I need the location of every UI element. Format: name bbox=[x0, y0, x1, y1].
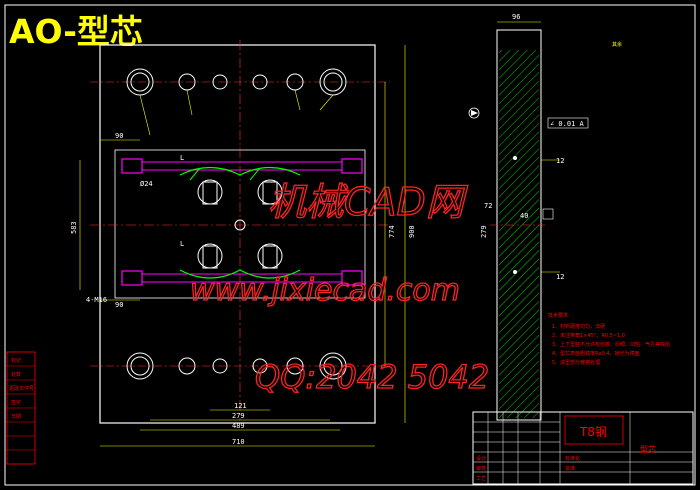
dim-710: 710 bbox=[232, 438, 245, 446]
tb-label: 工艺 bbox=[476, 476, 486, 482]
revision-label: 标记 bbox=[11, 357, 21, 364]
guide-hole-inner bbox=[130, 72, 150, 92]
tech-req-item: 5、成型部分镀铬处理 bbox=[552, 359, 600, 366]
part-name: 型芯 bbox=[640, 444, 656, 454]
guide-hole-inner bbox=[323, 356, 343, 376]
cavity-feature-set bbox=[179, 166, 301, 279]
pin-head-left bbox=[121, 158, 143, 174]
revision-side-table: 标记 处数 更改文件号 签字 日期 bbox=[6, 351, 36, 465]
cavity-core bbox=[262, 245, 278, 269]
cavity-core bbox=[202, 245, 218, 269]
revision-label: 签字 bbox=[11, 399, 21, 406]
watermark-site-name: 机械CAD网 bbox=[268, 180, 469, 224]
side-dim-279: 279 bbox=[480, 225, 488, 238]
screw-hole bbox=[252, 74, 268, 90]
revision-label: 日期 bbox=[11, 414, 21, 420]
slider-pin-lower bbox=[121, 270, 363, 286]
side-hole-mark bbox=[513, 156, 517, 160]
cavity-bore bbox=[197, 243, 223, 269]
side-dim-96: 96 bbox=[512, 13, 520, 21]
geometric-tolerance-frame bbox=[547, 117, 589, 129]
dim-279: 279 bbox=[232, 412, 245, 420]
side-datum-box bbox=[542, 208, 554, 220]
watermark-url: www.jixiecad.com bbox=[190, 273, 460, 308]
guide-hole bbox=[319, 352, 347, 380]
pin-head-left bbox=[121, 270, 143, 286]
cavity-core bbox=[202, 181, 218, 205]
slider-pin-upper bbox=[121, 158, 363, 174]
cavity-bore bbox=[197, 179, 223, 205]
screw-hole bbox=[286, 357, 304, 375]
side-section-hatch bbox=[499, 50, 539, 418]
tech-req-item: 2、未注倒角1×45°，R0.5~1.0 bbox=[552, 332, 625, 339]
tb-label: 标准化 bbox=[565, 455, 580, 462]
screw-hole bbox=[212, 74, 228, 90]
dimension-lines bbox=[79, 45, 406, 447]
screw-hole bbox=[252, 358, 268, 374]
title-block: T8钢 型芯 设计 审核 工艺 标准化 批准 bbox=[472, 411, 694, 485]
core-plate-outline bbox=[99, 44, 376, 424]
bottom-hole-row bbox=[126, 352, 347, 380]
insert-arc bbox=[179, 269, 301, 279]
tech-req-item: 3、上下型腔不允许有划痕、砂眼、凹陷、气孔等缺陷 bbox=[552, 341, 670, 348]
pin-head-right bbox=[341, 270, 363, 286]
section-mark: L bbox=[180, 240, 184, 248]
side-hole-mark bbox=[513, 270, 517, 274]
tech-req-item: 4、型芯表面粗糙度Ra0.4，抛光为镜面 bbox=[552, 350, 640, 357]
dim-489: 489 bbox=[232, 422, 245, 430]
screw-hole bbox=[178, 357, 196, 375]
dim-774: 774 bbox=[388, 225, 396, 238]
dim-121: 121 bbox=[234, 402, 247, 410]
geometric-tolerance-text: ∠ 0.01 A bbox=[550, 120, 585, 128]
section-mark: L bbox=[180, 154, 184, 162]
tb-label: 批准 bbox=[565, 465, 575, 472]
cavity-bore bbox=[257, 243, 283, 269]
revision-label: 处数 bbox=[11, 371, 21, 378]
screw-hole bbox=[212, 358, 228, 374]
material-label: T8钢 bbox=[579, 425, 607, 439]
revision-label: 更改文件号 bbox=[9, 385, 34, 392]
surface-finish-note: 其余 bbox=[612, 41, 622, 48]
guide-hole-inner bbox=[323, 72, 343, 92]
datum-arrow-icon bbox=[471, 110, 478, 116]
cavity-core bbox=[262, 181, 278, 205]
pin-shaft bbox=[141, 161, 343, 171]
callout-dia24: Ø24 bbox=[140, 180, 153, 188]
side-dim-12b: 12 bbox=[556, 273, 564, 281]
insert-arc bbox=[179, 166, 301, 176]
tb-label: 设计 bbox=[476, 455, 486, 462]
tech-req-item: 1、材料硬度均匀，淬硬 bbox=[552, 323, 605, 330]
dim-90-top: 90 bbox=[115, 132, 123, 140]
insert-leader bbox=[189, 167, 261, 181]
dim-583: 583 bbox=[70, 221, 78, 234]
dim-900: 900 bbox=[408, 225, 416, 238]
datum-triangle-symbol bbox=[468, 107, 480, 119]
leader bbox=[294, 89, 301, 111]
callout-4-m16: 4-M16 bbox=[86, 296, 107, 304]
material-box bbox=[564, 415, 624, 445]
watermark-qq: QQ:2042 5042 bbox=[255, 358, 489, 396]
drawing-border bbox=[4, 4, 696, 486]
dim-90-bottom: 90 bbox=[115, 301, 123, 309]
leader bbox=[319, 94, 334, 111]
side-dim-72: 72 bbox=[484, 202, 492, 210]
guide-hole-inner bbox=[130, 356, 150, 376]
side-dim-40: 40 bbox=[520, 212, 528, 220]
tech-req-title: 技术要求 bbox=[548, 312, 568, 319]
guide-hole bbox=[126, 352, 154, 380]
leader bbox=[139, 94, 151, 136]
pin-head-right bbox=[341, 158, 363, 174]
tb-label: 审核 bbox=[476, 465, 486, 472]
tech-requirements-block: 技术要求 1、材料硬度均匀，淬硬 2、未注倒角1×45°，R0.5~1.0 3、… bbox=[548, 312, 670, 366]
title-block-frame bbox=[472, 411, 694, 485]
side-dim-12a: 12 bbox=[556, 157, 564, 165]
leader bbox=[186, 89, 193, 116]
sprue-hole bbox=[234, 219, 246, 231]
